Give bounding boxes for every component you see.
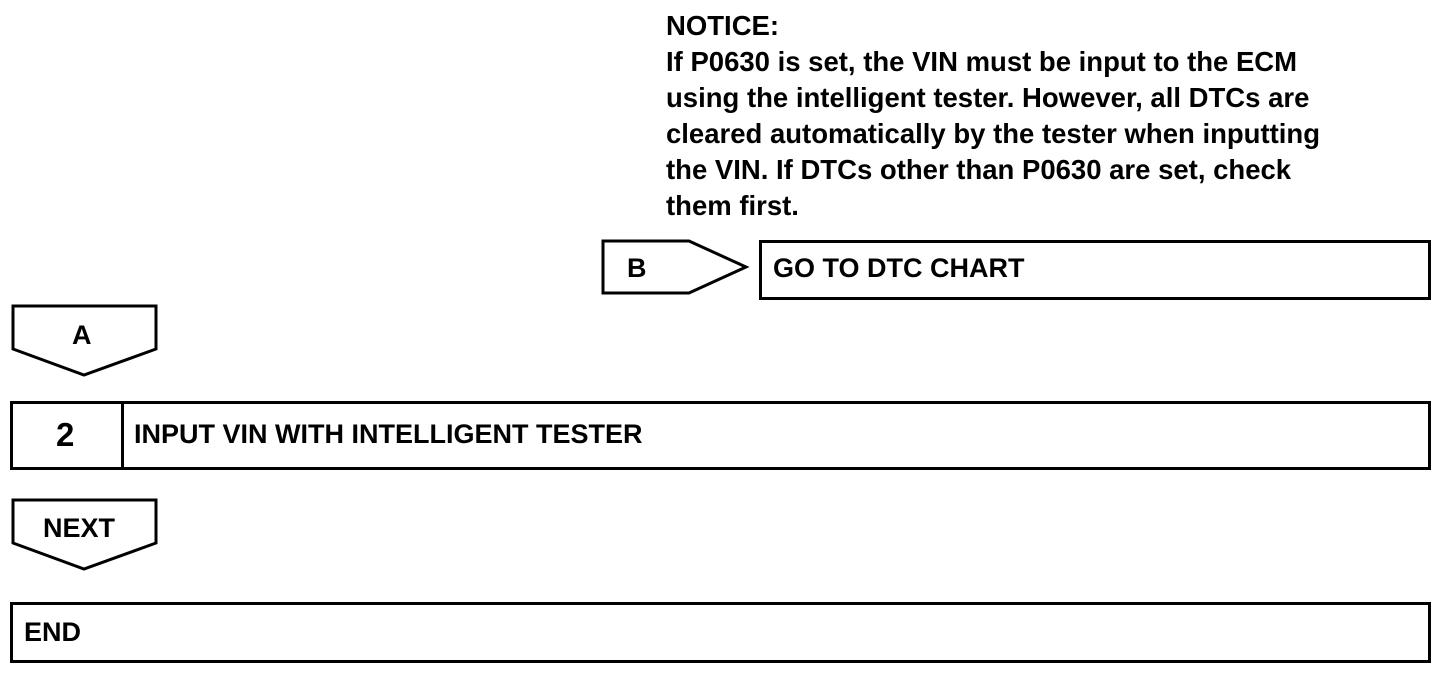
branch-b-label: B xyxy=(627,253,647,283)
notice-heading: NOTICE: xyxy=(666,10,780,41)
next-arrow xyxy=(11,498,158,571)
step-number: 2 xyxy=(56,416,75,453)
go-to-dtc-chart-box xyxy=(759,240,1431,300)
go-to-dtc-chart-label: GO TO DTC CHART xyxy=(773,253,1025,283)
end-label: END xyxy=(24,617,82,647)
notice-line: cleared automatically by the tester when… xyxy=(666,118,1321,149)
notice-line: them first. xyxy=(666,190,799,221)
branch-b-arrow xyxy=(601,239,750,295)
step-box xyxy=(10,401,1431,470)
notice-line: using the intelligent tester. However, a… xyxy=(666,82,1310,113)
branch-a-arrow xyxy=(11,304,158,377)
notice-block: NOTICE: If P0630 is set, the VIN must be… xyxy=(666,8,1426,224)
notice-line: the VIN. If DTCs other than P0630 are se… xyxy=(666,154,1292,185)
step-title: INPUT VIN WITH INTELLIGENT TESTER xyxy=(134,419,643,449)
step-number-divider xyxy=(10,401,124,470)
branch-a-label: A xyxy=(72,320,92,350)
notice-line: If P0630 is set, the VIN must be input t… xyxy=(666,46,1298,77)
next-label: NEXT xyxy=(43,513,116,543)
end-box xyxy=(10,602,1431,663)
